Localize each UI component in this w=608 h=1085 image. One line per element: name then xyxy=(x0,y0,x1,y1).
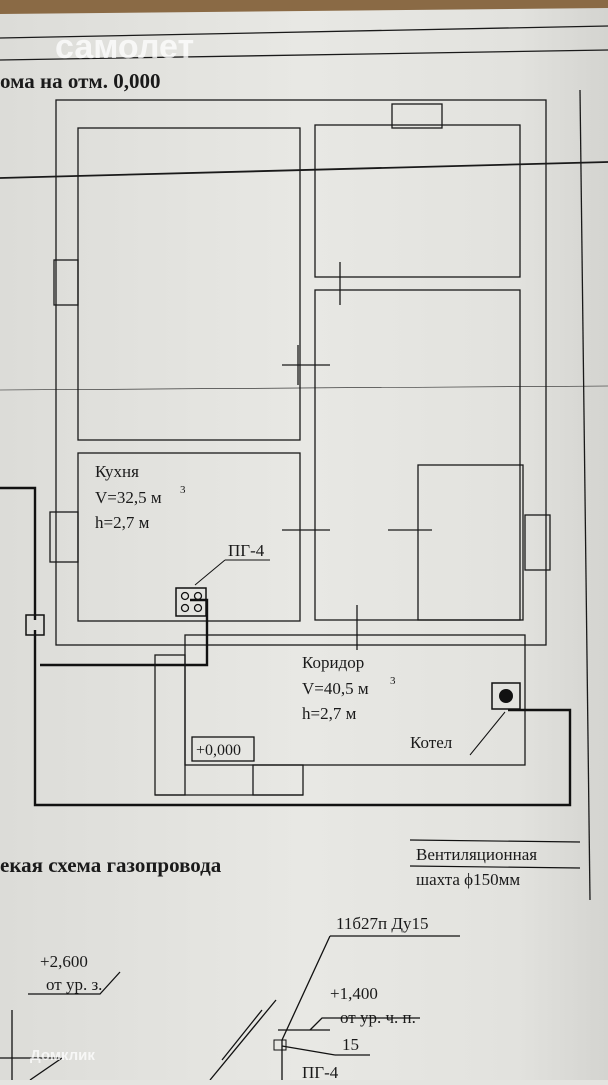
mark-right-value: +1,400 xyxy=(330,984,378,1003)
vent-shaft-line1: Вентиляционная xyxy=(416,845,537,864)
scheme-title: екая схема газопровода xyxy=(0,853,222,877)
stove-burners-icon xyxy=(180,591,203,613)
sheet-frame xyxy=(0,25,608,901)
kitchen-name: Кухня xyxy=(95,462,139,481)
kitchen-volume: V=32,5 м xyxy=(95,488,162,507)
boiler-symbol-icon xyxy=(499,689,513,703)
isometric-pipes xyxy=(0,935,460,1081)
watermark-top: самолет xyxy=(55,28,194,66)
boiler-label: Котел xyxy=(410,733,453,752)
mark-left-value: +2,600 xyxy=(40,952,88,971)
stove-icon xyxy=(175,587,207,617)
level-mark: +0,000 xyxy=(196,742,241,759)
valve-icon xyxy=(25,614,45,636)
valve-label: 11б27п Ду15 xyxy=(336,914,428,933)
corridor-height: h=2,7 м xyxy=(302,704,357,723)
filter-icon xyxy=(273,1039,287,1051)
corridor-volume-sup: 3 xyxy=(390,675,396,687)
level-mark-box xyxy=(191,736,255,762)
boiler-icon xyxy=(491,682,521,710)
diameter-label: 15 xyxy=(342,1035,359,1054)
kitchen-height: h=2,7 м xyxy=(95,513,150,532)
stove-label: ПГ-4 xyxy=(228,541,265,560)
kitchen-volume-sup: 3 xyxy=(180,484,186,496)
corridor-volume: V=40,5 м xyxy=(302,679,369,698)
watermark-bottom: Домклик xyxy=(30,1047,95,1064)
walls xyxy=(49,99,551,796)
scheme-stove-label: ПГ-4 xyxy=(302,1063,339,1080)
wood-table-edge xyxy=(0,0,608,14)
corridor-name: Коридор xyxy=(302,653,364,672)
vent-shaft-line2: шахта ϕ150мм xyxy=(416,870,520,889)
plan-title: ома на отм. 0,000 xyxy=(0,69,160,93)
mark-left-ref: от ур. з. xyxy=(46,975,102,994)
